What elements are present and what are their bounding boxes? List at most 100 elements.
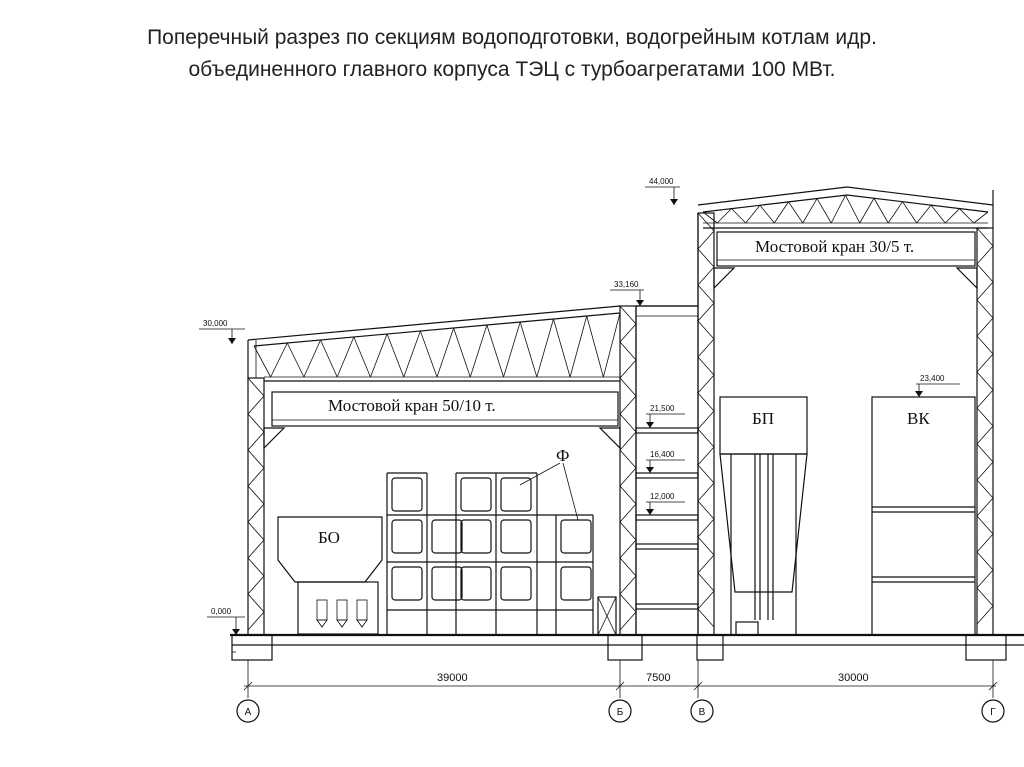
column-lacing-bar — [619, 503, 637, 523]
column-lacing-bar — [976, 299, 994, 319]
svg-text:44,000: 44,000 — [649, 177, 674, 186]
svg-text:Г: Г — [990, 707, 996, 718]
bp-bunker — [719, 396, 808, 636]
column-lacing-bar — [619, 485, 637, 505]
truss-diagonal — [887, 201, 903, 224]
axis-marker-v: В — [690, 699, 714, 723]
truss-diagonal — [270, 342, 288, 378]
column-lacing-bar — [247, 611, 265, 631]
column-lacing-bar — [697, 392, 715, 412]
foundations — [231, 634, 1007, 661]
left-bay-frame — [247, 305, 637, 636]
column-lacing-bar — [619, 305, 637, 325]
column-lacing-bar — [697, 356, 715, 376]
filter-box — [391, 477, 423, 512]
truss-diagonal — [536, 318, 554, 378]
level-mark-0000: 0,000 — [207, 607, 245, 635]
bo-tank — [277, 516, 383, 635]
column-bracket-v — [713, 267, 736, 290]
column-lacing-bar — [697, 248, 715, 268]
column-lacing — [247, 212, 994, 631]
column-lacing-bar — [697, 536, 715, 556]
column-lacing-bar — [976, 389, 994, 409]
vk-label: ВК — [907, 409, 930, 428]
axis-marker-g: Г — [981, 699, 1005, 723]
truss-diagonal — [702, 211, 718, 224]
column-lacing-bar — [697, 464, 715, 484]
truss-diagonal — [336, 336, 355, 378]
column-lacing-bar — [976, 371, 994, 391]
column-v — [697, 212, 715, 636]
dimension-line — [243, 660, 998, 698]
column-lacing-bar — [247, 539, 265, 559]
vk-boiler — [871, 396, 976, 636]
truss-diagonal — [519, 321, 538, 378]
svg-text:Б: Б — [617, 707, 624, 718]
axis-marker-b: Б — [608, 699, 632, 723]
column-lacing-bar — [619, 449, 637, 469]
svg-text:12,000: 12,000 — [650, 492, 675, 501]
filter-box — [391, 519, 423, 554]
column-lacing-bar — [619, 395, 637, 415]
truss-diagonal — [436, 327, 455, 378]
column-lacing-bar — [619, 557, 637, 577]
crane-beam-left — [271, 391, 619, 427]
middle-bay-frame — [635, 212, 715, 636]
truss-diagonal — [253, 345, 271, 378]
level-mark-33160: 33,160 — [610, 280, 644, 306]
column-lacing-bar — [976, 461, 994, 481]
column-lacing-bar — [976, 605, 994, 625]
right-roof-truss — [697, 186, 994, 229]
column-lacing-bar — [619, 341, 637, 361]
dimension-30000: 30000 — [838, 672, 869, 684]
column-lacing-bar — [247, 377, 265, 397]
truss-diagonal — [320, 339, 338, 378]
filter-box — [431, 519, 463, 554]
column-lacing-bar — [247, 485, 265, 505]
column-lacing-bar — [697, 374, 715, 394]
column-lacing-bar — [697, 284, 715, 304]
column-lacing-bar — [697, 572, 715, 592]
column-lacing-bar — [619, 413, 637, 433]
truss-diagonal — [286, 342, 305, 378]
column-lacing-bar — [697, 410, 715, 430]
truss-diagonal — [370, 333, 388, 378]
level-mark-44000: 44,000 — [645, 177, 680, 205]
column-lacing-bar — [247, 575, 265, 595]
column-lacing-bar — [247, 467, 265, 487]
truss-diagonal — [419, 330, 438, 378]
column-lacing-bar — [697, 500, 715, 520]
cabinet — [597, 596, 617, 636]
column-bracket-left — [263, 427, 286, 450]
filter-box — [500, 477, 532, 512]
column-lacing-bar — [247, 449, 265, 469]
column-lacing-bar — [619, 431, 637, 451]
truss-diagonal — [773, 201, 789, 224]
column-lacing-bar — [247, 431, 265, 451]
svg-text:30,000: 30,000 — [203, 319, 228, 328]
column-lacing-bar — [247, 557, 265, 577]
column-lacing-bar — [697, 608, 715, 628]
truss-diagonal — [959, 208, 975, 224]
svg-text:16,400: 16,400 — [650, 450, 675, 459]
column-lacing-bar — [619, 323, 637, 343]
truss-diagonal — [353, 336, 371, 378]
svg-text:21,500: 21,500 — [650, 404, 675, 413]
column-lacing-bar — [976, 407, 994, 427]
svg-text:23,400: 23,400 — [920, 374, 945, 383]
right-bay-frame — [697, 186, 994, 636]
svg-text:В: В — [699, 707, 706, 718]
filter-box — [560, 519, 592, 554]
column-g — [976, 227, 994, 636]
truss-diagonal — [816, 198, 832, 224]
bo-label: БО — [318, 528, 340, 547]
filter-frame — [386, 472, 594, 635]
truss-diagonal — [303, 339, 321, 378]
crane-beam-right — [716, 231, 976, 267]
bp-label: БП — [752, 409, 774, 428]
column-lacing-bar — [619, 611, 637, 631]
dimension-39000: 39000 — [437, 672, 468, 684]
truss-diagonal — [503, 321, 521, 378]
column-lacing-bar — [976, 281, 994, 301]
